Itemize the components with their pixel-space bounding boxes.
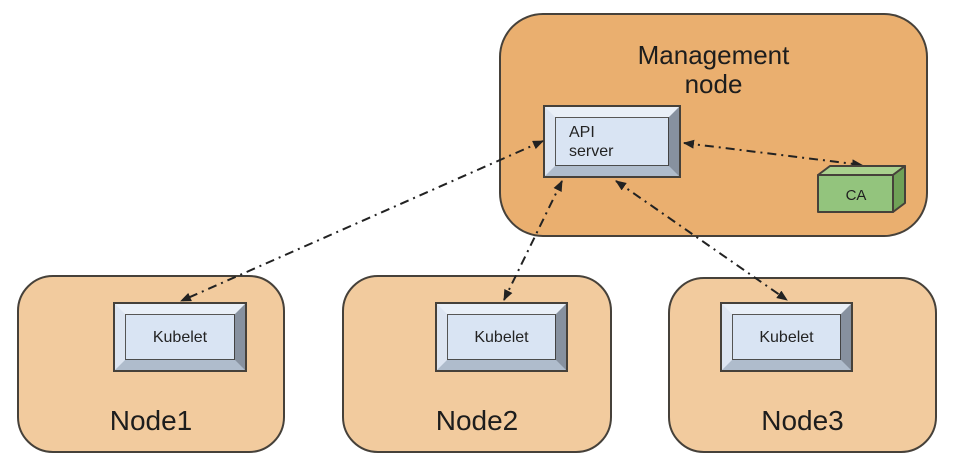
kubelet1-bevel: Kubelet xyxy=(115,304,245,370)
api-server-keycap: API server xyxy=(543,105,681,178)
node2-label: Node2 xyxy=(435,405,519,436)
kubelet2-face: Kubelet xyxy=(447,314,556,360)
node3-label: Node3 xyxy=(761,405,844,436)
api-server-face: API server xyxy=(555,117,669,166)
kubelet1-keycap: Kubelet xyxy=(113,302,247,372)
kubelet2-keycap: Kubelet xyxy=(435,302,568,372)
kubelet2-label: Kubelet xyxy=(474,328,529,346)
management-node-label: Management node xyxy=(637,40,790,99)
kubelet1-label: Kubelet xyxy=(152,328,208,346)
api-server-label: API server xyxy=(569,123,614,160)
kubelet1-face: Kubelet xyxy=(125,314,235,360)
kubelet3-bevel: Kubelet xyxy=(722,304,851,370)
node1-label: Node1 xyxy=(109,405,193,436)
kubelet2-bevel: Kubelet xyxy=(437,304,566,370)
kubelet3-face: Kubelet xyxy=(732,314,841,360)
api-server-bevel: API server xyxy=(545,107,679,176)
kubelet3-keycap: Kubelet xyxy=(720,302,853,372)
kubelet3-label: Kubelet xyxy=(759,328,814,346)
